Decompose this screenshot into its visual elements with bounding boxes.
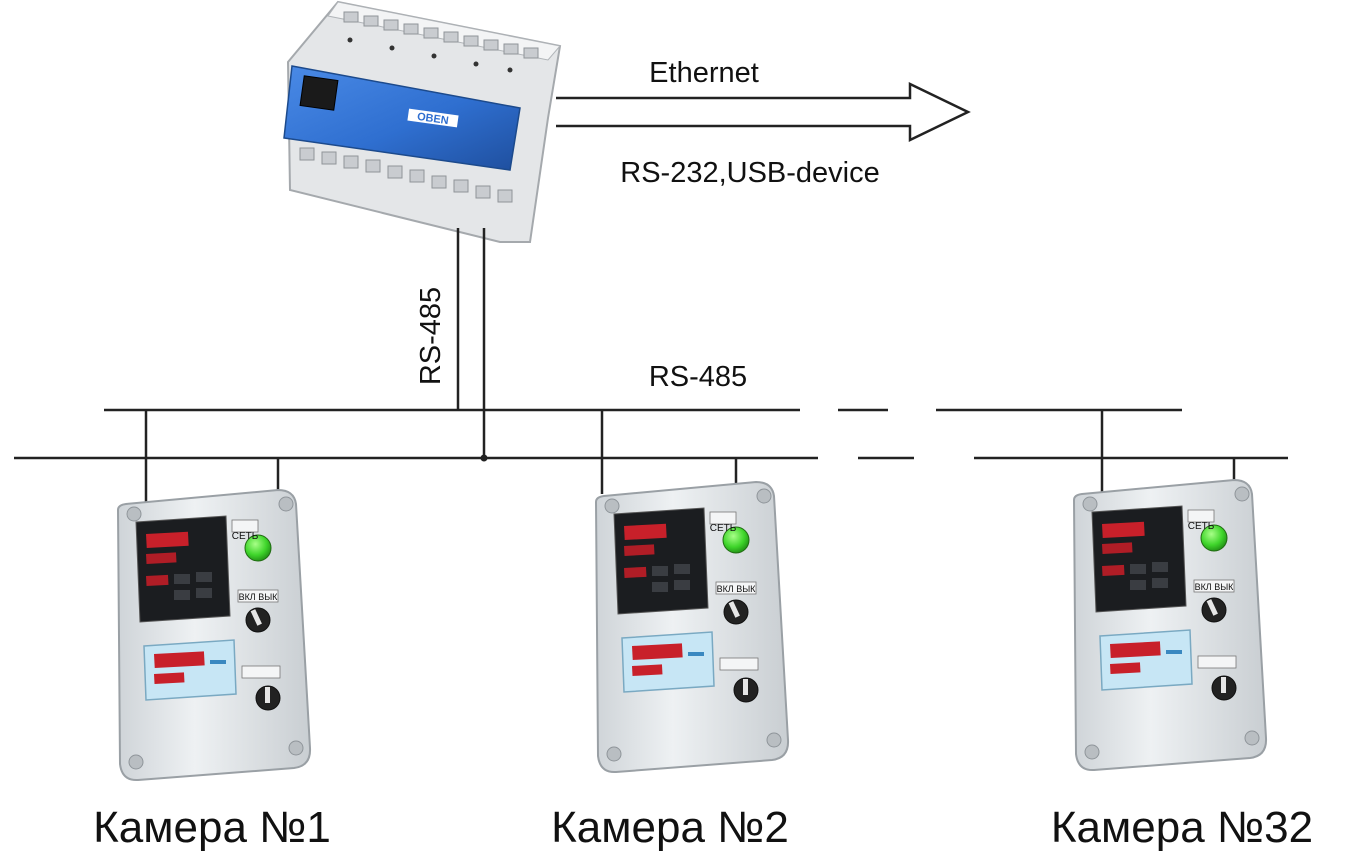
cabinet-switch-label: ВКЛ ВЫК (239, 592, 279, 602)
ethernet-label: Ethernet (649, 57, 759, 89)
rs485-bus-label: RS-485 (649, 361, 747, 393)
cabinet-1: СЕТЬ ВКЛ ВЫК (117, 489, 312, 782)
cabinet-switch-label: ВКЛ ВЫК (717, 584, 757, 594)
uplink-arrow (556, 82, 971, 142)
controller-drop-lines (456, 228, 486, 458)
cabinet-2: СЕТЬ ВКЛ ВЫК (595, 481, 790, 774)
cabinet-power-label: СЕТЬ (710, 523, 737, 534)
controller-device: OBEN (283, 0, 562, 243)
rs485-bus (14, 408, 1288, 460)
cabinet-1-caption: Камера №1 (93, 803, 331, 852)
rs485-vertical-label: RS-485 (415, 287, 447, 385)
cabinet-32: СЕТЬ ВКЛ ВЫК (1073, 479, 1268, 772)
cabinet-switch-label: ВКЛ ВЫК (1195, 582, 1235, 592)
cabinet-power-label: СЕТЬ (232, 531, 259, 542)
cabinet-2-caption: Камера №2 (551, 803, 789, 852)
controller-brand: OBEN (416, 111, 449, 127)
cabinet-power-label: СЕТЬ (1188, 521, 1215, 532)
cabinet-32-caption: Камера №32 (1051, 803, 1313, 852)
serial-usb-label: RS-232,USB-device (620, 157, 880, 189)
